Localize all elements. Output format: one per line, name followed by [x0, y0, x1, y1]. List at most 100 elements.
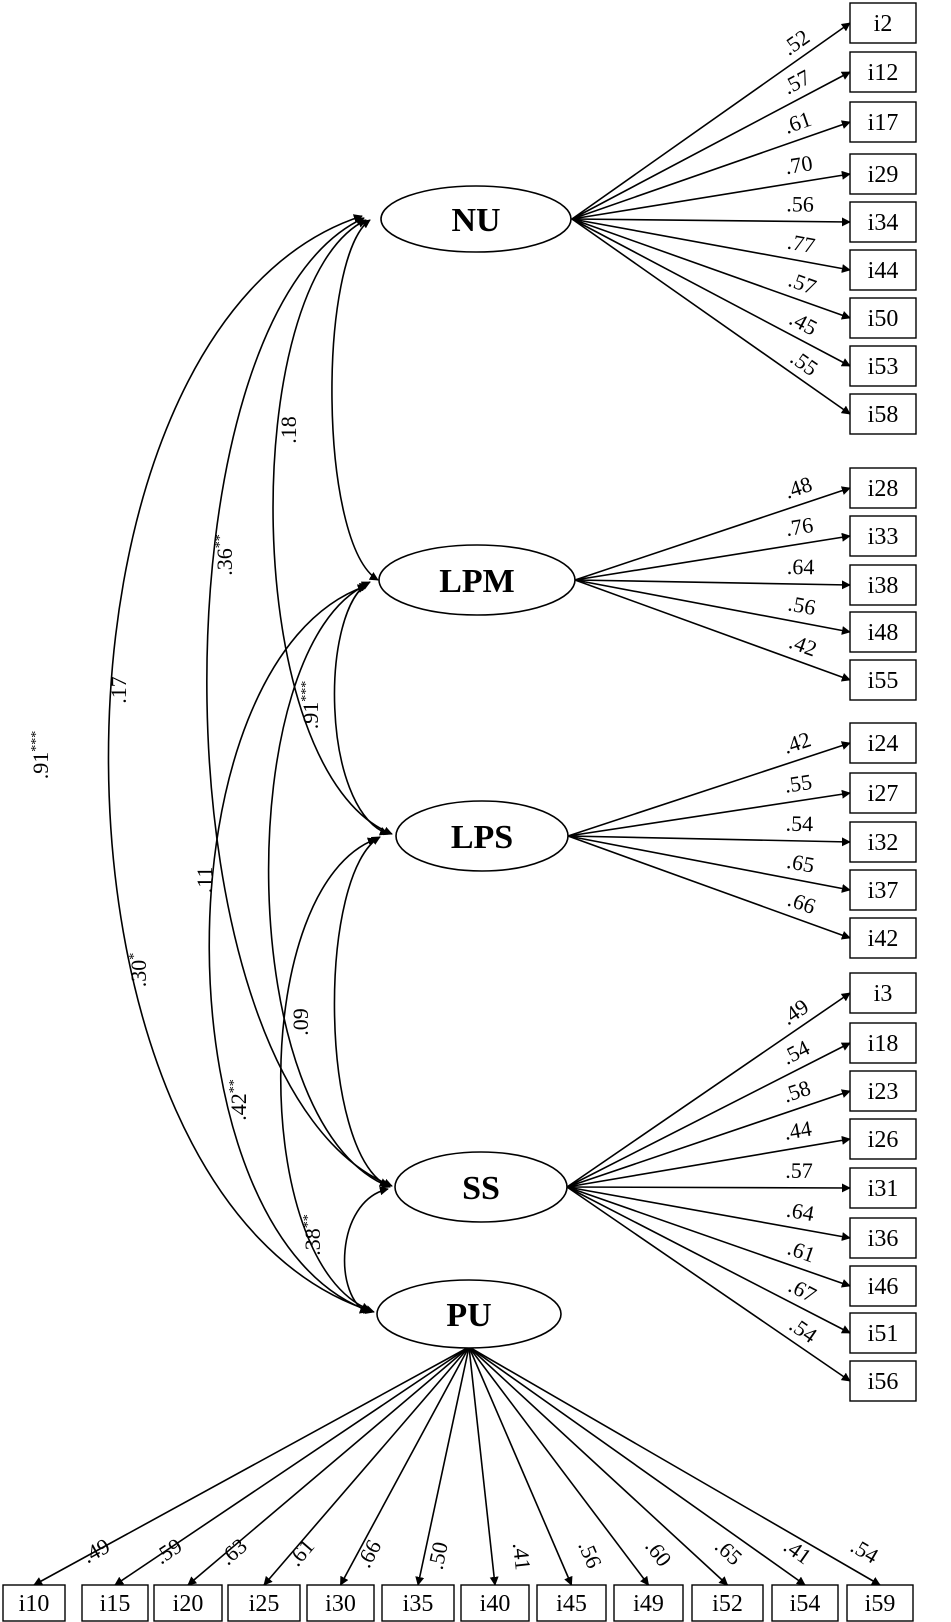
correlation-label: .91***: [298, 681, 323, 730]
factor-label: PU: [446, 1297, 491, 1334]
loading-label: .77: [786, 229, 818, 259]
indicator-box: [849, 393, 917, 435]
factor-ellipse: [395, 800, 569, 872]
loading-label: .70: [783, 150, 814, 179]
indicator-box: [849, 722, 917, 764]
indicator-box: [849, 249, 917, 291]
indicator-box: [849, 51, 917, 93]
factor-ellipse: [394, 1151, 568, 1223]
indicator-box: [846, 1584, 914, 1622]
correlation-label: .30*: [126, 953, 151, 988]
indicator-box: [849, 917, 917, 959]
indicator-box: [849, 869, 917, 911]
loading-label: .59: [150, 1533, 187, 1569]
indicator-box: [536, 1584, 607, 1622]
indicator-label: i3: [874, 981, 893, 1007]
loading-arrow: [566, 1089, 851, 1188]
indicator-box: [460, 1584, 530, 1622]
loading-label: .48: [781, 471, 815, 503]
loading-arrow: [468, 1346, 650, 1586]
loading-arrow: [114, 1346, 470, 1586]
indicator-label: i45: [556, 1591, 587, 1617]
indicator-box: [849, 1217, 917, 1259]
correlation-curve: [333, 581, 389, 836]
loading-arrow: [567, 741, 851, 837]
indicator-label: i51: [868, 1321, 899, 1347]
indicator-label: i36: [868, 1226, 899, 1252]
loading-arrow: [566, 1042, 851, 1188]
indicator-label: i52: [712, 1591, 743, 1617]
indicator-box: [306, 1584, 375, 1622]
loading-label: .60: [640, 1534, 677, 1571]
indicator-label: i26: [868, 1127, 899, 1153]
indicator-box: [849, 564, 917, 606]
loading-arrow: [571, 22, 851, 220]
indicator-label: i56: [868, 1369, 899, 1395]
loading-label: .76: [784, 512, 815, 541]
loading-label: .54: [785, 1312, 822, 1348]
correlation-curve: [279, 837, 377, 1312]
indicator-box: [849, 515, 917, 557]
loading-arrow: [263, 1346, 470, 1586]
factor-label: LPM: [439, 563, 515, 600]
correlation-label: .17: [106, 676, 131, 704]
loading-arrow: [574, 579, 851, 635]
loading-label: .52: [777, 24, 814, 60]
correlation-curve: [107, 214, 375, 1314]
indicator-box: [849, 972, 917, 1014]
loading-label: .50: [423, 1540, 453, 1572]
loading-arrow: [187, 1346, 470, 1586]
correlation-label: .09: [288, 1008, 313, 1036]
indicator-box: [849, 297, 917, 339]
correlation-curve: [333, 836, 389, 1187]
indicator-box: [2, 1584, 66, 1622]
loading-label: .61: [784, 1235, 818, 1268]
correlation-curve: [331, 219, 379, 581]
loading-label: .61: [780, 106, 814, 139]
indicator-box: [849, 1118, 917, 1160]
factor-ellipse: [376, 1279, 562, 1349]
loading-arrow: [574, 579, 851, 682]
indicator-box: [849, 345, 917, 387]
loading-arrow: [571, 120, 851, 220]
factor-label: SS: [462, 1170, 500, 1207]
loading-label: .66: [785, 886, 819, 919]
loading-label: .54: [846, 1533, 882, 1568]
loading-arrow: [571, 218, 851, 367]
loading-arrow: [566, 992, 851, 1188]
indicator-box: [849, 1070, 917, 1112]
loading-label: .56: [573, 1537, 607, 1572]
loading-arrow: [566, 1186, 851, 1241]
indicator-box: [691, 1584, 764, 1622]
indicator-box: [849, 153, 917, 195]
indicator-label: i15: [100, 1591, 131, 1617]
indicator-label: i44: [868, 258, 899, 284]
factor-label: LPS: [451, 819, 513, 856]
correlation-label: .18: [276, 416, 301, 444]
loading-label: .42: [786, 629, 820, 662]
indicator-box: [381, 1584, 455, 1622]
loading-label: .55: [786, 345, 823, 381]
loading-arrow: [574, 532, 851, 581]
indicator-label: i42: [868, 926, 899, 952]
indicator-label: i59: [865, 1591, 896, 1617]
indicator-label: i40: [480, 1591, 511, 1617]
indicator-label: i32: [868, 830, 899, 856]
loading-label: .57: [785, 1158, 813, 1183]
loading-arrow: [468, 1346, 573, 1586]
correlation-label: .42**: [226, 1079, 251, 1121]
indicator-box: [153, 1584, 223, 1622]
loading-arrow: [566, 1135, 851, 1188]
indicator-box: [849, 101, 917, 143]
indicator-box: [849, 1167, 917, 1209]
correlation-label: .91***: [28, 731, 53, 780]
loading-label: .65: [710, 1533, 747, 1570]
factor-label: NU: [451, 202, 500, 239]
loading-arrow: [567, 835, 851, 940]
loading-arrow: [571, 218, 851, 415]
indicator-label: i29: [868, 162, 899, 188]
loading-arrow: [571, 217, 851, 227]
indicator-label: i53: [868, 354, 899, 380]
